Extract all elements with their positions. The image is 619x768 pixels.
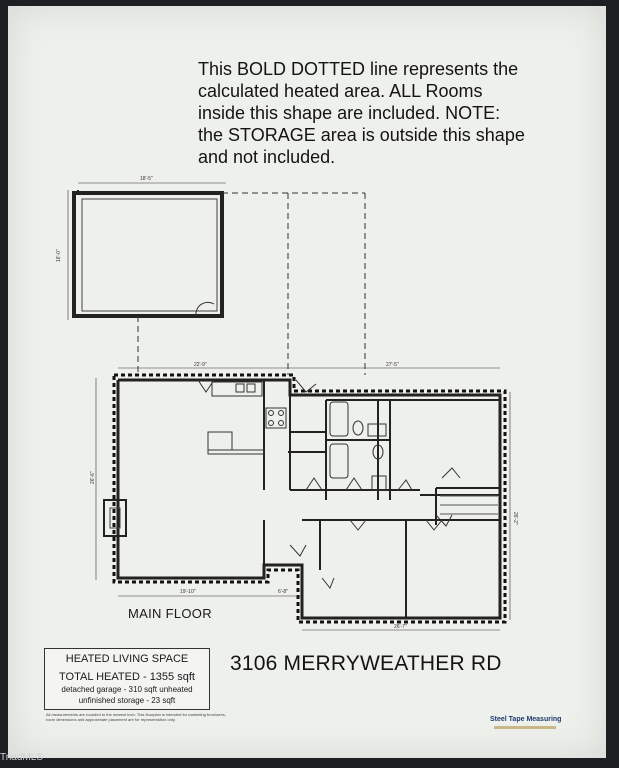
dim-bottom-step: 6'-8" [278, 589, 288, 595]
heated-space-box: HEATED LIVING SPACE TOTAL HEATED - 1355 … [44, 648, 210, 710]
brand-logo-bar [494, 726, 556, 729]
main-floor-label: MAIN FLOOR [128, 606, 212, 621]
interior-walls [263, 380, 500, 618]
heated-area-note: This BOLD DOTTED line represents the cal… [198, 59, 525, 167]
dim-bottom-left: 19'-10" [180, 589, 196, 595]
closet-lines [440, 495, 498, 515]
garage [67, 182, 226, 320]
heated-space-title: HEATED LIVING SPACE [65, 653, 189, 665]
dim-garage-width: 18'-5" [140, 176, 153, 182]
house-walls [112, 373, 507, 624]
bath-fixtures [329, 401, 387, 491]
dim-left-width: 22'-9" [194, 362, 207, 368]
dim-left-depth: 26'-6" [90, 471, 96, 484]
storage-sqft: unfinished storage - 23 sqft [78, 696, 176, 705]
dim-right-depth: 26'-2" [512, 512, 518, 525]
dim-bottom-right: 26'-7" [394, 624, 407, 630]
garage-sqft: detached garage - 310 sqft unheated [61, 685, 193, 694]
property-address: 3106 MERRYWEATHER RD [230, 652, 502, 675]
brand-logo: Steel Tape Measuring [490, 716, 562, 723]
fireplace [103, 499, 127, 537]
mls-watermark: TriadMLS [0, 752, 43, 763]
door-swings [197, 379, 461, 589]
total-heated: TOTAL HEATED - 1355 sqft [59, 671, 195, 683]
dim-garage-depth: 16'-0" [56, 249, 62, 262]
measurement-disclaimer: All measurements are rounded to the near… [46, 712, 226, 722]
floor-plan-sheet [8, 6, 606, 758]
kitchen-fixtures [207, 381, 287, 455]
storage-outline [137, 192, 366, 375]
dim-right-width: 27'-5" [386, 362, 399, 368]
